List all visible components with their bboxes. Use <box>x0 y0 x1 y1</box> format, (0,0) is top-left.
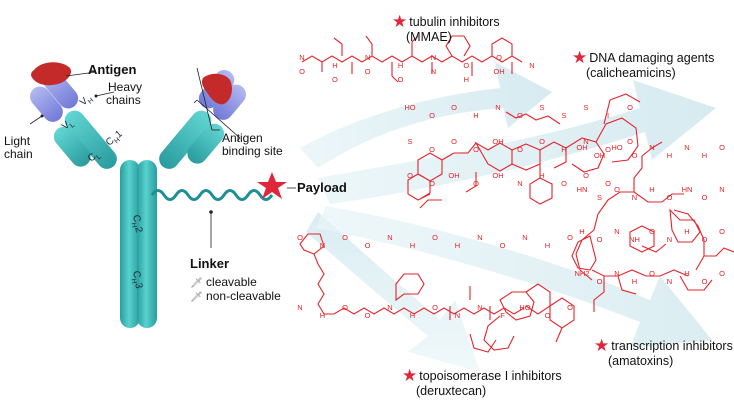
left-ch1-domain <box>64 110 117 169</box>
amatoxin-structure <box>571 141 734 312</box>
linker-type-icon: 🗡︎ <box>190 292 203 303</box>
arrow-band-top <box>300 62 552 168</box>
linker-type-cleavable: 🗡︎ cleavable <box>190 275 257 289</box>
right-vl-domain <box>213 84 246 120</box>
heavy-chain-stem-left <box>120 160 140 328</box>
category-transcription-inhibitors: ★transcription inhibitors (amatoxins) <box>594 336 733 368</box>
arrow-bands <box>300 62 716 372</box>
linker-helix <box>150 189 274 201</box>
star-icon: ★ <box>572 48 588 67</box>
arrow-band-bottom-right <box>316 206 712 348</box>
heavy-chain-stem-right <box>137 160 157 328</box>
payload-label: Payload <box>297 180 347 195</box>
category-topoisomerase-inhibitors: ★topoisomerase I inhibitors (deruxtecan) <box>402 366 562 398</box>
star-icon: ★ <box>402 366 418 385</box>
mmae-structure <box>301 35 523 83</box>
binding-site-label-line2: binding site <box>222 144 283 158</box>
binding-site-label-line1: Antigen <box>222 131 263 145</box>
antibody-drawing <box>29 62 296 328</box>
deruxtecan-structure <box>299 233 575 353</box>
chemical-structures <box>299 35 734 353</box>
calicheamicin-structure <box>407 93 641 209</box>
category-dna-damaging-agents: ★DNA damaging agents (calicheamicins) <box>572 48 715 80</box>
left-vl-domain <box>30 86 63 122</box>
light-chain-label-line2: chain <box>4 147 33 161</box>
antigen-label: Antigen <box>88 62 137 77</box>
left-cl-domain <box>53 126 91 167</box>
right-cl-domain <box>187 123 225 164</box>
heavy-chains-label-line1: Heavy <box>108 80 143 94</box>
arrow-band-bottom-left <box>306 212 480 372</box>
star-icon: ★ <box>594 336 610 355</box>
antigen-right-shape <box>201 73 232 105</box>
light-chain-label-line1: Light <box>4 134 31 148</box>
star-icon: ★ <box>392 12 408 31</box>
antigen-left-shape <box>31 62 72 86</box>
linker-label: Linker <box>190 256 230 271</box>
payload-star-icon <box>257 172 287 199</box>
right-ch1-domain <box>159 110 212 169</box>
linker-type-icon: 🗡︎ <box>190 278 203 289</box>
heavy-chains-label-line2: chains <box>106 93 141 107</box>
category-tubulin-inhibitors: ★tubulin inhibitors (MMAE) <box>392 12 500 44</box>
linker-type-non-cleavable: 🗡︎ non-cleavable <box>190 289 281 303</box>
